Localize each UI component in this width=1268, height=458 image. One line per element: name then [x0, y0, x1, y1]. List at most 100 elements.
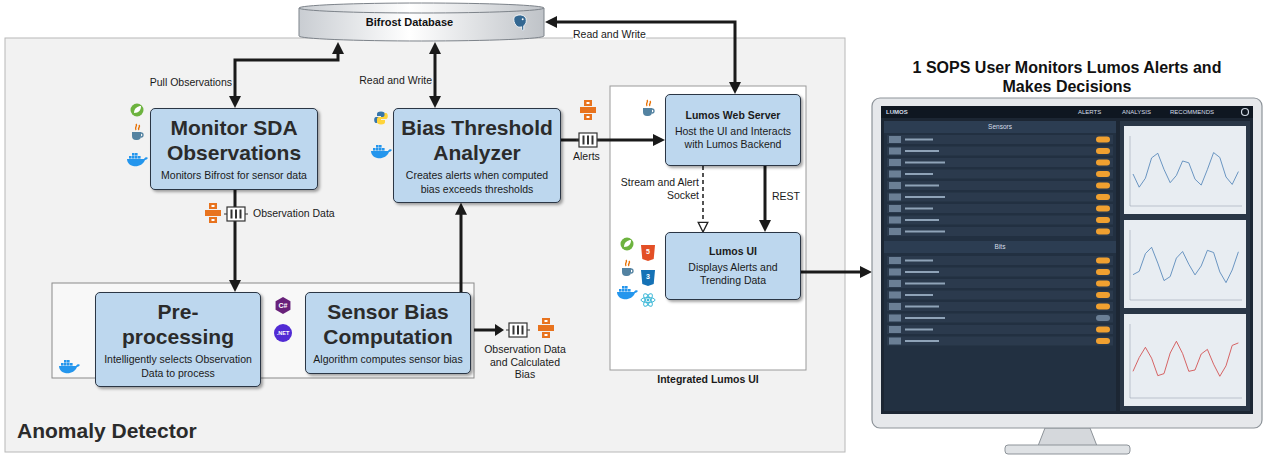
connector-label: Stream and Alert Socket: [616, 176, 700, 201]
ui-boundary: Integrated Lumos UI Lumos Web ServerHost …: [610, 86, 806, 386]
row-text-line: [905, 196, 945, 198]
screen-section-title: Sensors: [988, 123, 1012, 130]
chart-axis: [1130, 136, 1242, 206]
screen-rows: [887, 126, 1246, 406]
row-text-line: [905, 219, 939, 221]
flow-connector: [235, 48, 338, 102]
list-row: [887, 291, 1113, 300]
row-text-line: [905, 173, 933, 175]
row-thumbnail: [889, 182, 901, 189]
monitor-base: [1005, 445, 1130, 454]
system-boundary: Anomaly Detector Monitor SDA Observations…: [5, 38, 845, 452]
list-header-band: [884, 241, 1116, 253]
monitor-stand: [1038, 428, 1097, 446]
list-panel: [884, 121, 1116, 411]
process-title: Sensor Bias Computation: [313, 299, 463, 349]
list-row: [887, 181, 1113, 190]
process-title: Bias Threshold Analyzer: [401, 115, 553, 165]
tech-icons: [131, 104, 144, 117]
message-queue-icons: [538, 318, 554, 338]
chart-card: [1124, 314, 1246, 406]
list-row: [887, 314, 1113, 323]
list-row: [887, 204, 1113, 213]
row-thumbnail: [889, 315, 901, 322]
chart-card: [1124, 126, 1246, 214]
screen-tab: RECOMMENDS: [1170, 109, 1214, 116]
process-description: Host the UI and Interacts with Lumos Bac…: [673, 125, 793, 151]
monitor-bezel: [872, 98, 1262, 428]
connector-label: Observation Data and Calculated Bias: [478, 343, 572, 381]
row-toggle: [1096, 148, 1110, 154]
screen-section-title: Bits: [995, 243, 1006, 250]
row-thumbnail: [889, 194, 901, 201]
row-toggle: [1096, 327, 1110, 333]
chart-series: [1133, 247, 1238, 282]
boundary-title: Integrated Lumos UI: [657, 373, 759, 386]
row-thumbnail: [889, 171, 901, 178]
row-text-line: [905, 208, 933, 210]
process-description: Creates alerts when computed bias exceed…: [401, 169, 553, 195]
tech-icons: [59, 100, 655, 373]
label-patch: Alerts: [573, 150, 600, 162]
row-toggle: [1096, 315, 1110, 321]
row-thumbnail: [889, 205, 901, 212]
process-title: Monitor SDA Observations: [158, 115, 310, 165]
row-text-line: [905, 271, 939, 273]
screen-topbar: [881, 106, 1253, 118]
chart-series: [1133, 153, 1238, 188]
row-thumbnail: [889, 257, 901, 264]
flow-connector: [801, 271, 866, 274]
database-name: Bifrost Database: [366, 16, 453, 28]
tech-icons: [132, 124, 143, 140]
row-toggle: [1096, 206, 1110, 212]
row-thumbnail: [889, 326, 901, 333]
label-patch: Read and Write: [359, 74, 432, 86]
row-toggle: [1096, 160, 1110, 166]
process-description: Monitors Bifrost for sensor data: [161, 169, 307, 182]
tech-icons: [276, 297, 291, 314]
row-text-line: [905, 283, 945, 285]
flow-connector: [434, 48, 437, 102]
row-text-line: [905, 185, 939, 187]
postgres-logo: [514, 15, 527, 30]
queue-feed-arrowhead: [495, 324, 504, 336]
row-text-line: [905, 294, 933, 296]
process-title: Pre-processing: [103, 299, 253, 349]
row-toggle: [1096, 281, 1110, 287]
boundary-title: Anomaly Detector: [17, 419, 197, 443]
list-row: [887, 337, 1113, 346]
row-text-line: [905, 317, 945, 319]
screen-area: [881, 106, 1253, 414]
process-title: Lumos Web Server: [686, 109, 781, 122]
row-toggle: [1096, 304, 1110, 310]
row-text-line: [905, 260, 933, 262]
monitor-illustration: [872, 98, 1262, 454]
row-toggle: [1096, 137, 1110, 143]
label-patch: Observation Data and Calculated Bias: [484, 343, 566, 380]
row-text-line: [905, 139, 933, 141]
message-queue-icons: [224, 207, 248, 221]
row-toggle: [1096, 183, 1110, 189]
row-toggle: [1096, 171, 1110, 177]
label-patch: Stream and Alert Socket: [621, 176, 699, 201]
row-toggle: [1096, 292, 1110, 298]
screen-app-name: LUMOS: [886, 109, 908, 116]
queue-feed-line: [474, 329, 496, 332]
tech-icons: [621, 238, 634, 251]
list-row: [887, 158, 1113, 167]
row-thumbnail: [889, 159, 901, 166]
flow-connector: [764, 166, 767, 226]
monitor-display: 1 SOPS User Monitors Lumos Alerts and Ma…: [872, 58, 1262, 456]
list-row: [887, 256, 1113, 265]
tech-icons: [617, 286, 638, 299]
row-thumbnail: [889, 280, 901, 287]
tech-icons: [371, 145, 392, 158]
process-description: Intelligently selects Observation Data t…: [103, 353, 253, 379]
row-toggle: [1096, 338, 1110, 344]
row-toggle: [1096, 194, 1110, 200]
row-thumbnail: [889, 303, 901, 310]
anomaly-region-fill: [5, 38, 845, 452]
process-box: Bias Threshold AnalyzerCreates alerts wh…: [393, 108, 561, 203]
